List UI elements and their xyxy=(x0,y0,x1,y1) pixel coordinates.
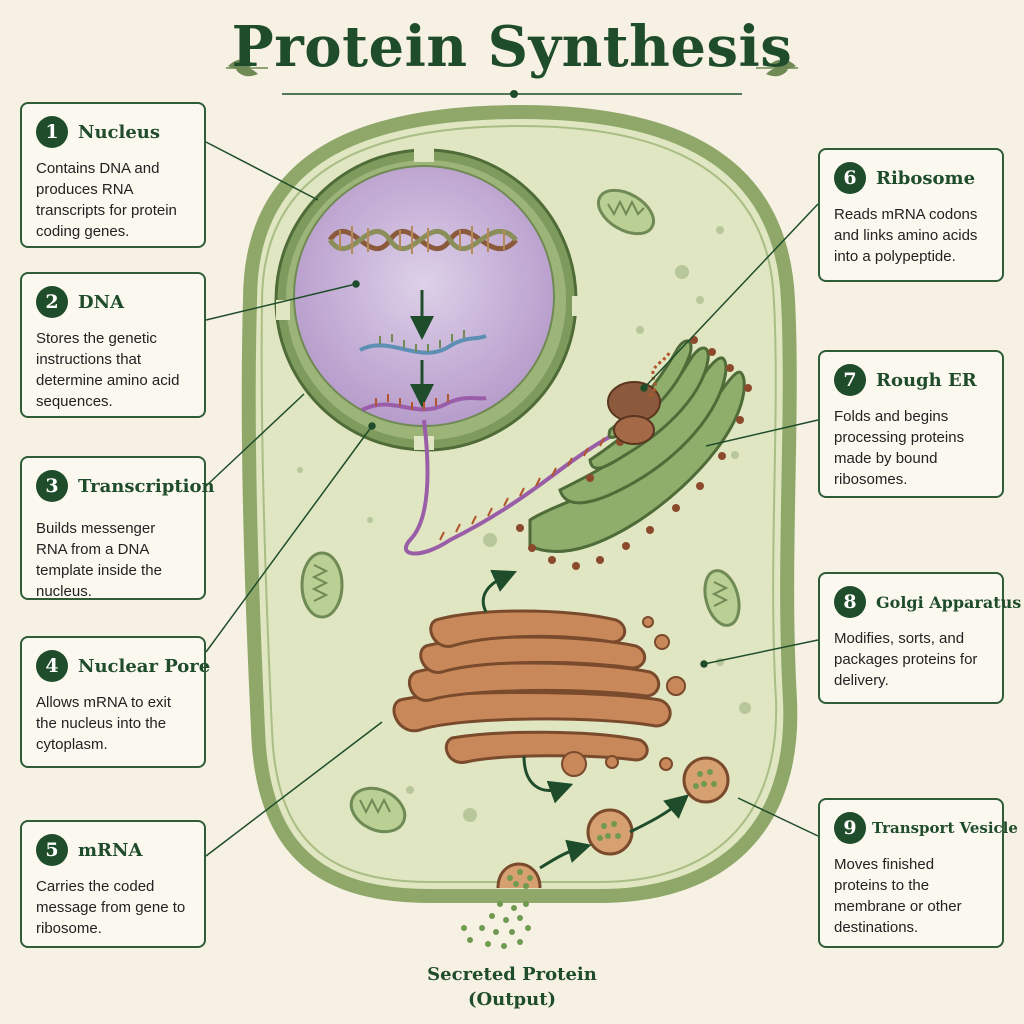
callout-description: Allows mRNA to exit the nucleus into the… xyxy=(36,694,172,753)
step-number: 9 xyxy=(834,812,866,844)
page-title: Protein Synthesis xyxy=(231,14,793,80)
transport-vesicle xyxy=(682,756,730,804)
golgi-apparatus xyxy=(392,609,672,764)
callout-title: Ribosome xyxy=(876,167,976,189)
callout-transcription: 3 Transcription Builds messenger RNA fro… xyxy=(20,456,215,600)
output-label: Secreted Protein (Output) xyxy=(362,962,662,1012)
er-ribosome-dots xyxy=(516,336,752,570)
callout-description: Builds messenger RNA from a DNA template… xyxy=(36,520,162,600)
transport-vesicle xyxy=(586,808,634,856)
step-number: 8 xyxy=(834,586,866,618)
step-number: 3 xyxy=(36,470,68,502)
mitochondrion xyxy=(703,569,741,627)
output-label-line2: (Output) xyxy=(467,989,557,1010)
callout-description: Reads mRNA codons and links amino acids … xyxy=(834,206,978,265)
callout-description: Stores the genetic instructions that det… xyxy=(36,330,180,410)
cytoplasm-particles xyxy=(297,226,751,822)
callout-title: Nucleus xyxy=(78,121,161,143)
callout-golgi-apparatus: 8 Golgi Apparatus Modifies, sorts, and p… xyxy=(818,572,1021,704)
mitochondrion xyxy=(300,551,344,619)
step-number: 5 xyxy=(36,834,68,866)
callout-nucleus: 1 Nucleus Contains DNA and produces RNA … xyxy=(20,102,206,248)
output-label-line1: Secreted Protein xyxy=(427,964,597,985)
callout-description: Folds and begins processing proteins mad… xyxy=(834,408,965,488)
callout-title: Golgi Apparatus xyxy=(876,592,1022,612)
callout-title: DNA xyxy=(78,291,125,313)
callout-ribosome: 6 Ribosome Reads mRNA codons and links a… xyxy=(818,148,1004,282)
polypeptide-chain xyxy=(648,351,672,398)
callout-title: Nuclear Pore xyxy=(78,655,211,677)
callout-title: Rough ER xyxy=(876,369,977,391)
callout-mrna: 5 mRNA Carries the coded message from ge… xyxy=(20,820,206,948)
callout-rough-er: 7 Rough ER Folds and begins processing p… xyxy=(818,350,1004,498)
callout-nuclear-pore: 4 Nuclear Pore Allows mRNA to exit the n… xyxy=(20,636,210,768)
callout-title: Transcription xyxy=(78,475,215,497)
dna-helix xyxy=(327,226,518,254)
codon-ticks xyxy=(439,437,605,541)
callout-title: Transport Vesicle xyxy=(872,819,1018,837)
callout-title: mRNA xyxy=(78,839,143,861)
mrna-transcript xyxy=(361,394,487,412)
callout-description: Moves finished proteins to the membrane … xyxy=(834,856,962,936)
mitochondrion xyxy=(349,786,407,834)
callout-transport-vesicle: 9 Transport Vesicle Moves finished prote… xyxy=(818,798,1018,948)
cell-membrane-inner xyxy=(260,124,778,883)
callout-description: Carries the coded message from gene to r… xyxy=(36,878,186,937)
step-number: 1 xyxy=(36,116,68,148)
mitochondrion xyxy=(597,188,655,236)
rna-transcript xyxy=(359,330,487,355)
leader-lines xyxy=(205,141,819,857)
step-number: 2 xyxy=(36,286,68,318)
secreted-protein-particles xyxy=(461,901,531,949)
leaf-ornament-right-icon xyxy=(756,59,798,77)
callout-dna: 2 DNA Stores the genetic instructions th… xyxy=(20,272,206,418)
golgi-vesicles xyxy=(561,616,686,777)
step-number: 4 xyxy=(36,650,68,682)
ribosome xyxy=(607,381,661,445)
process-arrows xyxy=(481,569,690,870)
step-number: 7 xyxy=(834,364,866,396)
callout-description: Contains DNA and produces RNA transcript… xyxy=(36,160,177,240)
nuclear-pore xyxy=(414,436,434,450)
exocytosis-vesicle xyxy=(496,862,542,889)
leaf-ornament-left-icon xyxy=(226,59,268,77)
callout-description: Modifies, sorts, and packages proteins f… xyxy=(834,630,978,689)
title-divider xyxy=(282,90,742,98)
step-number: 6 xyxy=(834,162,866,194)
